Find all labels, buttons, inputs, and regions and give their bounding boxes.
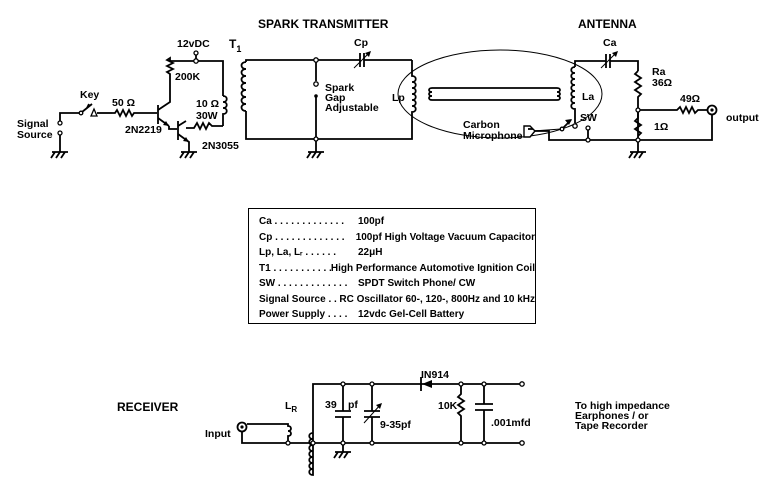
antenna-circuit: La Ca Ra 36Ω 1Ω 49Ω output	[463, 37, 759, 159]
capacitor-39pf-icon	[335, 386, 351, 441]
carbon-microphone-icon	[523, 125, 536, 138]
legend-row: Ca . . . . . . . . . . . . .100pf	[259, 216, 385, 227]
spark-tank-circuit: T1 Cp Spark Gap Adjustable Lp	[229, 37, 417, 159]
legend-row: Lp, La, Lᵣ . . . . . .22μH	[259, 247, 383, 258]
ground-icon	[628, 142, 646, 159]
resistor-1-icon	[633, 112, 643, 137]
capacitor-ca-icon	[600, 51, 618, 69]
c-filter-label: .001mfd	[491, 417, 531, 429]
diode-icon	[420, 377, 432, 391]
legend-row: SW . . . . . . . . . . . . .SPDT Switch …	[259, 278, 476, 289]
output-label: output	[726, 112, 759, 124]
r-shunt-label: 1Ω	[654, 121, 668, 133]
la-coil-icon	[570, 66, 576, 123]
rx-note-2: Earphones / or	[575, 410, 649, 422]
receiver-circuit: Input LR 39 pf 9-35pf	[205, 369, 670, 476]
transistor-2n3055-icon	[177, 120, 190, 152]
lp-coil-icon	[411, 60, 417, 122]
antenna-rod-icon	[428, 87, 561, 101]
c-fixed-label-2: pf	[348, 399, 358, 411]
legend-row: T1 . . . . . . . . . . . . . .High Perfo…	[259, 262, 535, 274]
cp-label: Cp	[354, 37, 368, 49]
capacitor-cp-icon	[353, 51, 412, 69]
key-switch-icon	[78, 103, 98, 117]
spark-transmitter-title: SPARK TRANSMITTER	[258, 17, 389, 31]
carbon-mic-label-2: Microphone	[463, 130, 523, 142]
t1-label: T1	[229, 37, 241, 54]
r-series-label: 49Ω	[680, 93, 700, 105]
legend-row: Cp . . . . . . . . . . . . .100pf High V…	[259, 231, 535, 243]
spark-gap-label-3: Adjustable	[325, 102, 379, 114]
resistor-ra-icon	[633, 70, 643, 140]
carbon-mic-label-1: Carbon	[463, 119, 500, 131]
legend-row: Power Supply . . . .12vdc Gel-Cell Batte…	[259, 309, 465, 320]
driver-circuit: Signal Source Key 50 Ω 2N2219 20	[17, 38, 239, 159]
q2-label: 2N3055	[202, 140, 239, 152]
r-load-label-1: 10 Ω	[196, 98, 219, 110]
output-connector-icon	[706, 104, 718, 116]
capacitor-variable-icon	[363, 386, 382, 441]
ground-icon	[50, 151, 68, 159]
signal-source-label-2: Source	[17, 129, 53, 141]
input-label: Input	[205, 428, 231, 440]
lr-coil-icon	[308, 383, 520, 476]
supply-terminal	[193, 58, 199, 64]
transistor-2n2219-icon	[157, 88, 171, 127]
ground-icon	[333, 445, 351, 459]
ra-label-2: 36Ω	[652, 77, 672, 89]
la-label: La	[582, 91, 594, 103]
sw-contact-cw	[585, 125, 591, 131]
spark-gap-label-1: Spark	[325, 82, 354, 94]
capacitor-001-icon	[475, 386, 493, 441]
ra-label-1: Ra	[652, 66, 666, 78]
coupling-ellipse	[397, 49, 603, 139]
resistor-49-icon	[640, 104, 707, 116]
ground-icon	[306, 151, 324, 159]
diode-label: IN914	[421, 369, 449, 381]
antenna-title: ANTENNA	[578, 17, 637, 31]
ground-icon	[179, 151, 197, 159]
rx-note-3: Tape Recorder	[575, 420, 648, 432]
rx-note-1: To high impedance	[575, 400, 670, 412]
spark-gap-icon	[313, 81, 319, 87]
c-fixed-label-1: 39	[325, 399, 337, 411]
sw-common	[572, 123, 578, 129]
r-base-label: 50 Ω	[112, 97, 135, 109]
rx-out-terminal-bottom	[519, 440, 525, 446]
ca-label: Ca	[603, 37, 617, 49]
r-load-rx-label: 10K	[438, 400, 458, 412]
rx-out-terminal-top	[519, 381, 525, 387]
component-legend: Ca . . . . . . . . . . . . .100pf Cp . .…	[248, 208, 536, 324]
resistor-200k-icon	[164, 56, 176, 88]
signal-source-label-1: Signal	[17, 118, 49, 130]
signal-terminal-top	[57, 120, 63, 126]
supply-label: 12vDC	[177, 38, 210, 50]
sw-label: SW	[580, 112, 597, 124]
key-label: Key	[80, 89, 99, 101]
r-load-label-2: 30W	[196, 110, 218, 122]
resistor-10-icon	[186, 120, 223, 132]
resistor-10k-icon	[456, 386, 466, 441]
lr-label: LR	[285, 400, 297, 414]
primary-coil-icon	[222, 95, 228, 126]
c-var-label: 9-35pf	[380, 419, 411, 431]
secondary-coil-icon	[240, 61, 247, 112]
signal-terminal-bottom	[57, 130, 63, 136]
q1-label: 2N2219	[125, 124, 162, 136]
r-bias-label: 200K	[175, 71, 201, 83]
receiver-title: RECEIVER	[117, 400, 179, 414]
legend-row: Signal Source . . . .RC Oscillator 60-, …	[259, 293, 535, 305]
spark-gap-label-2: Gap	[325, 92, 345, 104]
sw-switch-icon	[559, 119, 572, 132]
resistor-50-icon	[112, 107, 157, 119]
input-connector-icon	[236, 421, 248, 433]
